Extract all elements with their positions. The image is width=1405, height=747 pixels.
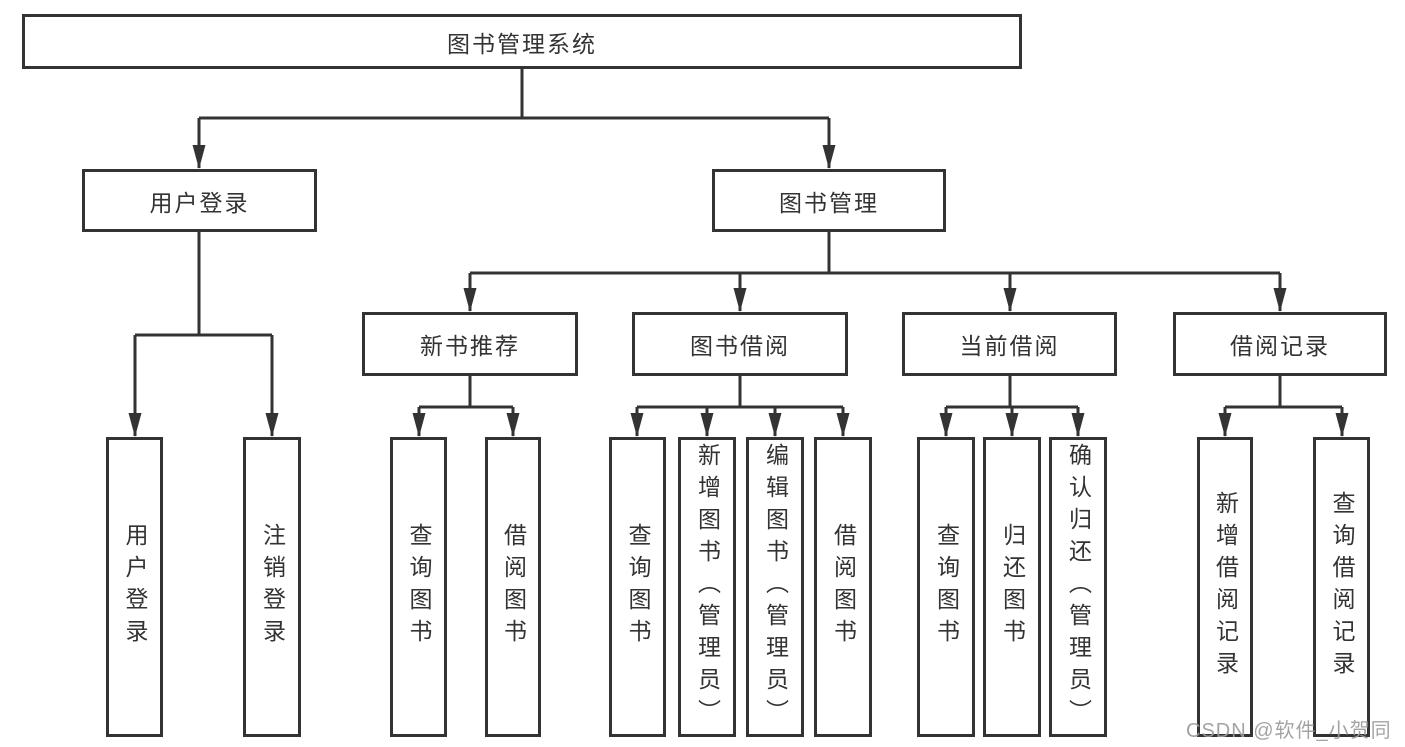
leaf-confirm-return-admin: 确认归还（管理员）: [1049, 437, 1107, 737]
leaf-add-books-admin: 新增图书（管理员）: [678, 437, 736, 737]
leaf-return-books: 归还图书: [983, 437, 1041, 737]
node-book-management: 图书管理: [712, 169, 946, 232]
leaf-add-borrow-record: 新增借阅记录: [1197, 437, 1253, 737]
watermark: CSDN @软件_小贺同学: [1186, 720, 1392, 742]
leaf-borrow-books-recommend: 借阅图书: [485, 437, 541, 737]
node-root: 图书管理系统: [22, 14, 1022, 69]
node-book-borrowing: 图书借阅: [632, 312, 848, 376]
node-user-login: 用户登录: [82, 169, 317, 232]
leaf-query-books-borrowing: 查询图书: [609, 437, 666, 737]
leaf-logout-login: 注销登录: [243, 437, 301, 737]
node-new-book-recommend: 新书推荐: [362, 312, 578, 376]
node-borrowing-records: 借阅记录: [1173, 312, 1387, 376]
leaf-borrow-books-borrowing: 借阅图书: [814, 437, 872, 737]
leaf-query-books-recommend: 查询图书: [390, 437, 447, 737]
leaf-edit-books-admin: 编辑图书（管理员）: [746, 437, 804, 737]
leaf-query-books-current: 查询图书: [917, 437, 975, 737]
leaf-user-login: 用户登录: [106, 437, 163, 737]
node-current-borrowing: 当前借阅: [902, 312, 1117, 376]
leaf-query-borrow-record: 查询借阅记录: [1313, 437, 1370, 737]
